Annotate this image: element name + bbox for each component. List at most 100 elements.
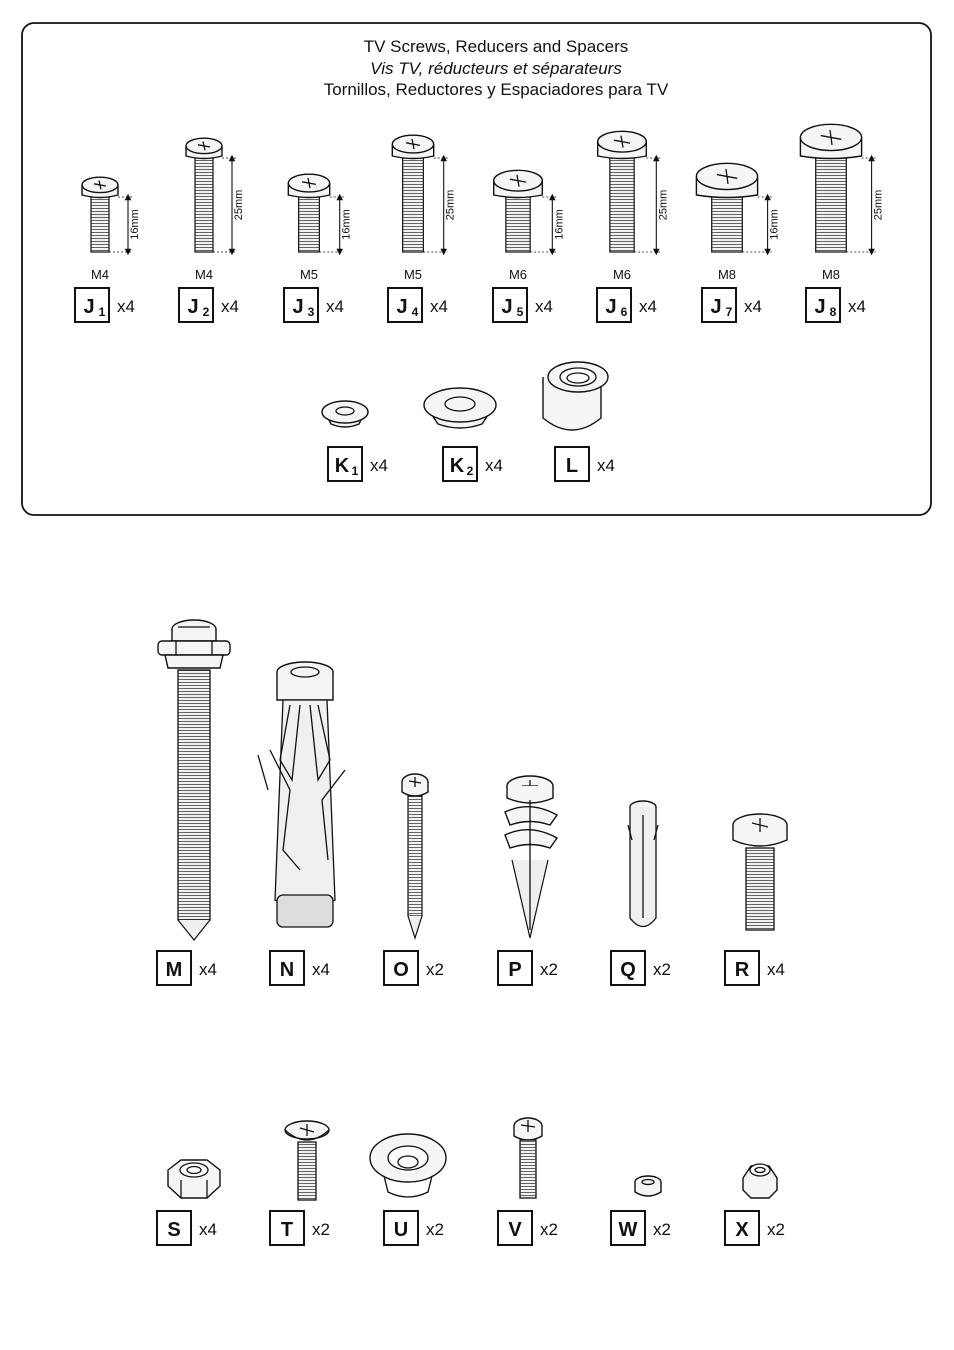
thread-size: M5 xyxy=(300,267,318,282)
label-box xyxy=(387,287,423,323)
label-box xyxy=(327,446,363,482)
part-quantity: x2 xyxy=(653,1220,671,1239)
part-letter: O xyxy=(393,959,409,981)
drywall-anchor-icon xyxy=(504,775,559,939)
thread-size: M5 xyxy=(404,267,422,282)
small-washer-icon xyxy=(634,1175,662,1197)
title-en: TV Screws, Reducers and Spacers xyxy=(364,37,629,56)
part-quantity: x4 xyxy=(370,456,388,475)
plastic-anchor-icon xyxy=(627,800,659,928)
label-box xyxy=(610,1210,646,1246)
part-letter: R xyxy=(735,959,750,981)
part-quantity: x4 xyxy=(597,456,615,475)
small-reducer-washer-icon xyxy=(321,400,369,428)
thread-size: M4 xyxy=(91,267,109,282)
part-subscript: 8 xyxy=(830,305,837,319)
part-subscript: 1 xyxy=(99,305,106,319)
spacer-icon xyxy=(542,361,609,431)
part-letter: N xyxy=(280,959,294,981)
part-letter: S xyxy=(167,1219,180,1241)
part-quantity: x4 xyxy=(430,297,448,316)
part-letter: J xyxy=(814,296,825,318)
lag-bolt-icon xyxy=(157,619,231,941)
part-letter: J xyxy=(605,296,616,318)
part-quantity: x4 xyxy=(221,297,239,316)
part-letter: Q xyxy=(620,959,636,981)
part-subscript: 2 xyxy=(467,464,474,478)
length-label: 16mm xyxy=(129,209,141,240)
part-letter: W xyxy=(619,1219,638,1241)
label-box xyxy=(724,950,760,986)
part-quantity: x4 xyxy=(199,1220,217,1239)
part-letter: J xyxy=(710,296,721,318)
part-letter: X xyxy=(735,1219,749,1241)
part-subscript: 3 xyxy=(308,305,315,319)
label-box xyxy=(701,287,737,323)
label-box xyxy=(156,950,192,986)
part-subscript: 5 xyxy=(517,305,524,319)
part-quantity: x4 xyxy=(485,456,503,475)
part-letter: J xyxy=(187,296,198,318)
part-letter: J xyxy=(501,296,512,318)
label-box xyxy=(610,950,646,986)
part-quantity: x2 xyxy=(426,960,444,979)
part-subscript: 2 xyxy=(203,305,210,319)
part-subscript: 1 xyxy=(352,464,359,478)
label-box xyxy=(497,1210,533,1246)
length-label: 25mm xyxy=(873,190,885,221)
thread-size: M4 xyxy=(195,267,213,282)
label-box xyxy=(724,1210,760,1246)
label-box xyxy=(805,287,841,323)
part-quantity: x2 xyxy=(653,960,671,979)
label-box xyxy=(383,1210,419,1246)
thread-size: M6 xyxy=(613,267,631,282)
part-quantity: x2 xyxy=(540,1220,558,1239)
part-subscript: 4 xyxy=(412,305,419,319)
part-letter: V xyxy=(508,1219,522,1241)
part-letter: P xyxy=(508,959,521,981)
length-label: 25mm xyxy=(233,190,245,221)
part-letter: T xyxy=(281,1219,293,1241)
label-box xyxy=(492,287,528,323)
part-quantity: x4 xyxy=(199,960,217,979)
toggle-anchor-icon xyxy=(257,661,346,928)
part-letter: J xyxy=(83,296,94,318)
part-letter: K xyxy=(335,455,350,477)
pan-head-screw-icon xyxy=(513,1117,543,1199)
part-letter: U xyxy=(394,1219,408,1241)
thread-size: M6 xyxy=(509,267,527,282)
label-box xyxy=(156,1210,192,1246)
label-box xyxy=(178,287,214,323)
part-quantity: x4 xyxy=(639,297,657,316)
lock-nut-icon xyxy=(742,1163,778,1199)
label-box xyxy=(269,950,305,986)
flat-head-screw-icon xyxy=(284,1120,330,1201)
length-label: 25mm xyxy=(445,190,457,221)
part-letter: L xyxy=(566,455,578,477)
